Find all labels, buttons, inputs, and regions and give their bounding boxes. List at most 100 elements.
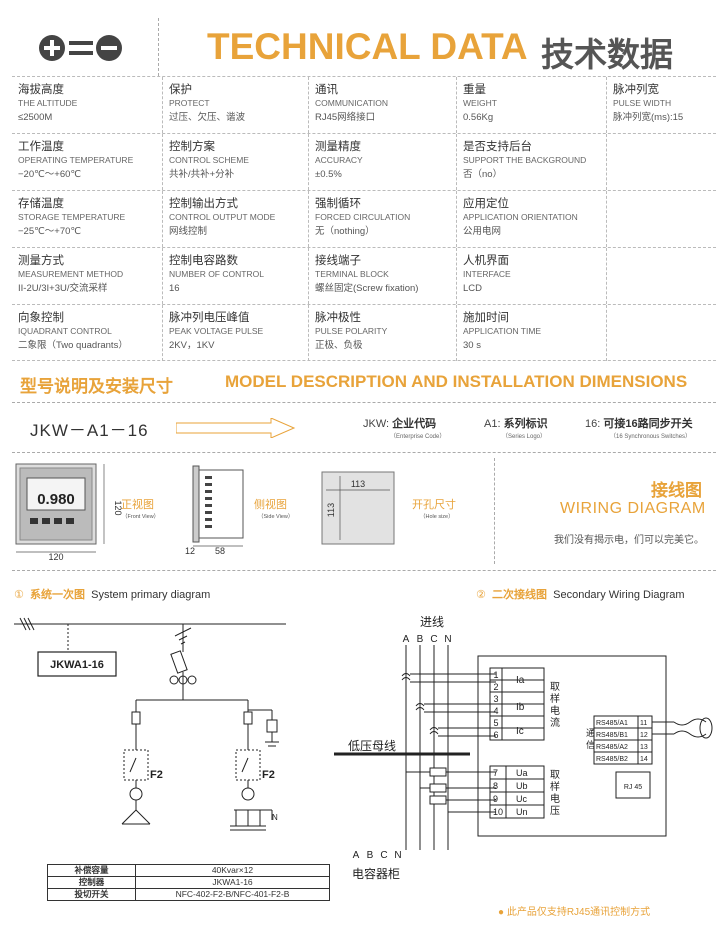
current-sample-label: 取 — [550, 681, 560, 693]
spec-cn: 海拔高度 — [18, 84, 64, 96]
terminal-i: 6 — [493, 730, 498, 740]
spec-en: OPERATING TEMPERATURE — [18, 155, 134, 165]
primary-f2-label-a: F2 — [150, 769, 163, 781]
arrow-right-icon — [176, 418, 296, 438]
primary-n-label: N — [272, 813, 278, 822]
wiring-note: 我们没有揭示电，们可以完美它。 — [554, 535, 704, 546]
spec-val: 16 — [169, 283, 180, 294]
table-cell: NFC-402-F2-B/NFC-401-F2-B — [135, 888, 330, 901]
spec-val: 0.56Kg — [463, 112, 494, 123]
rs485-label: RS485/B1 — [596, 732, 628, 739]
spec-en: NUMBER OF CONTROL — [169, 269, 264, 279]
spec-cn: 强制循环 — [315, 198, 361, 210]
side-view-drawing: 12 58 — [185, 465, 244, 556]
spec-val: 过压、欠压、谐波 — [169, 112, 246, 123]
comm-label-1: 通 — [586, 728, 595, 738]
spec-cell — [606, 191, 716, 247]
divider — [12, 452, 716, 453]
terminal-i: 1 — [493, 670, 498, 680]
section-title-model-cn: 型号说明及安装尺寸 — [20, 377, 173, 396]
table-cell: 控制器 — [47, 876, 136, 889]
spec-cn: 向象控制 — [18, 312, 64, 324]
rs485-terminal: 12 — [640, 732, 648, 739]
spec-cn: 通讯 — [315, 84, 338, 96]
spec-cn: 测量方式 — [18, 255, 64, 267]
spec-val: 30 s — [463, 340, 481, 351]
side-view-label-en: （Side View） — [258, 514, 294, 520]
terminal-i: 4 — [493, 706, 498, 716]
spec-cell — [606, 248, 716, 304]
spec-cn: 脉冲极性 — [315, 312, 361, 324]
wiring-title-en: WIRING DIAGRAM — [560, 500, 706, 517]
spec-val: 2KV，1KV — [169, 340, 215, 351]
divider — [12, 402, 716, 403]
voltage-label: Ub — [516, 781, 528, 791]
phase-top-c: C — [430, 634, 437, 645]
spec-en: CONTROL OUTPUT MODE — [169, 212, 276, 222]
current-sample-label: 样 — [550, 692, 560, 705]
spec-val: ≤2500M — [18, 112, 53, 123]
rj45-label: RJ 45 — [624, 784, 642, 791]
spec-en: COMMUNICATION — [315, 98, 389, 108]
spec-val: LCD — [463, 283, 483, 294]
hole-size-label: 开孔尺寸 — [412, 499, 456, 511]
spec-val: −20℃～+60℃ — [18, 169, 82, 180]
spec-cn: 控制方案 — [169, 141, 215, 153]
dim-side-depth-b: 58 — [215, 546, 225, 556]
spec-cn: 保护 — [169, 84, 192, 96]
header-divider — [158, 18, 159, 76]
spec-en: WEIGHT — [463, 98, 497, 108]
spec-en: PEAK VOLTAGE PULSE — [169, 326, 264, 336]
dim-side-depth-a: 12 — [185, 546, 195, 556]
current-sample-label: 电 — [550, 704, 560, 717]
terminal-u: 8 — [493, 781, 498, 791]
current-sample-label: 流 — [550, 716, 560, 729]
terminal-u: 10 — [493, 807, 503, 817]
dim-front-height: 120 — [113, 500, 123, 515]
rs485-label: RS485/A2 — [596, 744, 628, 751]
primary-controller-label: JKWA1-16 — [50, 659, 104, 671]
front-view-display: 0.980 — [37, 491, 75, 508]
spec-en: ACCURACY — [315, 155, 363, 165]
spec-cell: 重量 WEIGHT 0.56Kg — [456, 77, 606, 133]
voltage-sample-label: 压 — [550, 805, 560, 817]
spec-cn: 应用定位 — [463, 198, 509, 210]
rs485-terminal: 14 — [640, 756, 648, 763]
front-view-drawing: 0.980 120 120 — [15, 463, 123, 562]
current-ic: Ic — [516, 726, 524, 737]
voltage-label: Ua — [516, 768, 528, 778]
voltage-sample-label: 电 — [550, 792, 560, 805]
model-tag-2: A1: 系列标识 — [484, 418, 548, 430]
wiring-title-cn: 接线图 — [651, 481, 702, 500]
spec-cn: 测量精度 — [315, 141, 361, 153]
voltage-label: Uc — [516, 794, 527, 804]
phase-bottom-a: A — [353, 850, 360, 861]
section-title-model-en: MODEL DESCRIPTION AND INSTALLATION DIMEN… — [225, 372, 688, 391]
spec-cn: 脉冲列宽 — [613, 84, 659, 96]
rs485-terminal: 11 — [640, 720, 647, 727]
primary-diagram-heading: ① 系统一次图 System primary diagram — [14, 589, 211, 601]
spec-cell: 海拔高度 THE ALTITUDE ≤2500M — [12, 77, 162, 133]
current-ib: Ib — [516, 702, 525, 713]
dim-front-width: 120 — [48, 552, 63, 562]
primary-f2-label-b: F2 — [262, 769, 275, 781]
spec-cn: 重量 — [463, 84, 486, 96]
hole-size-drawing: 113 113 — [321, 471, 395, 545]
busbar-label: 低压母线 — [348, 739, 396, 753]
spec-en: THE ALTITUDE — [18, 98, 78, 108]
spec-val: 共补/共补+分补 — [169, 169, 235, 180]
rs485-terminal: 13 — [640, 744, 648, 751]
